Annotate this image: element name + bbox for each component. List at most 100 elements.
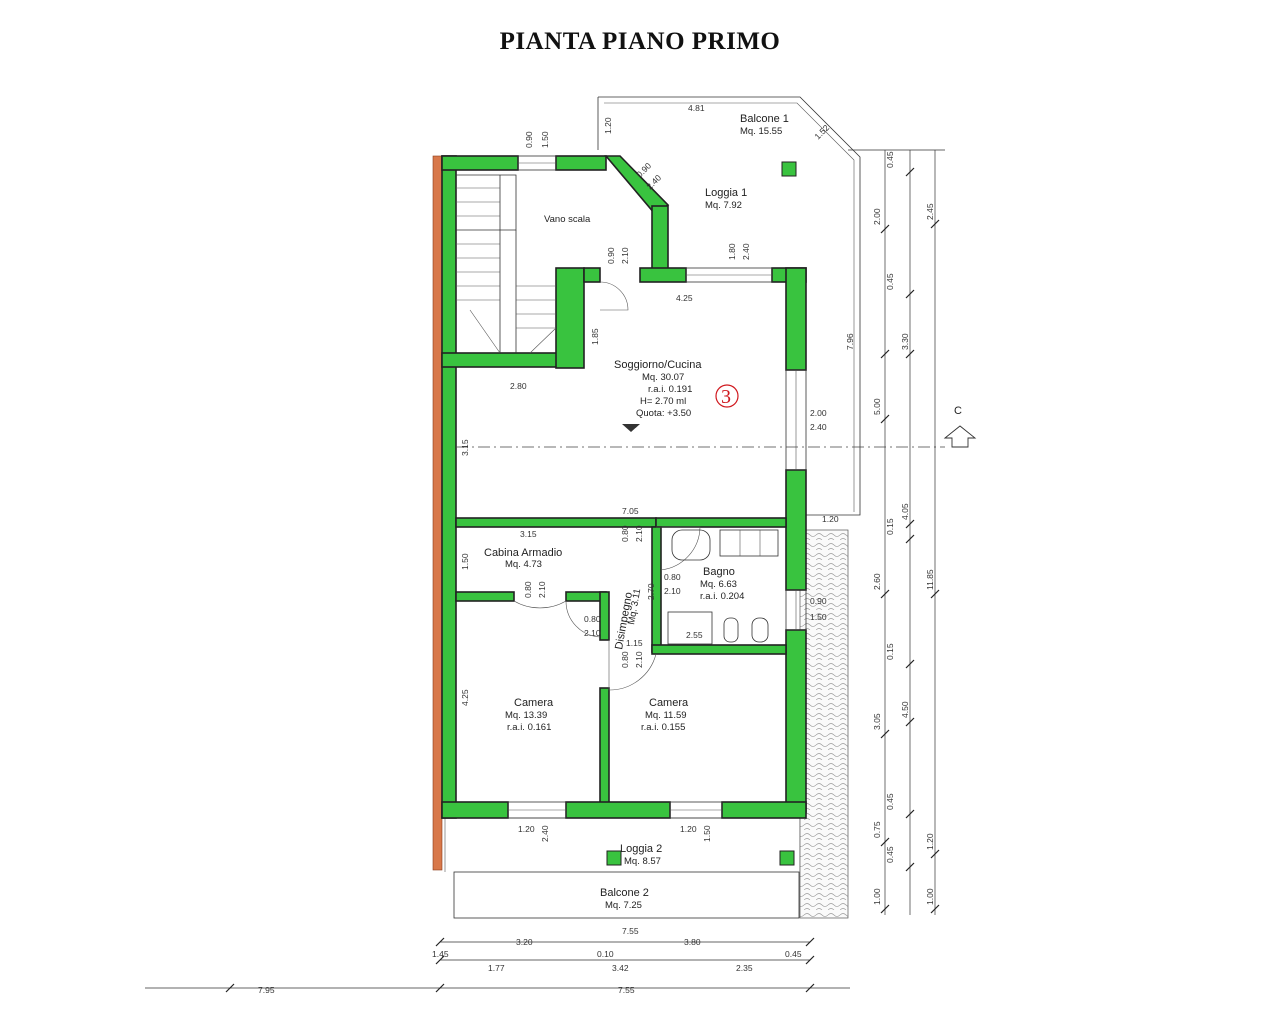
svg-text:1.50: 1.50: [702, 825, 712, 842]
svg-text:0.80: 0.80: [664, 572, 681, 582]
svg-text:2.10: 2.10: [537, 581, 547, 598]
right-dim-a-1: 2.00: [872, 208, 882, 225]
pillar-east: [779, 850, 795, 866]
walls: [441, 155, 807, 819]
svg-text:1.20: 1.20: [680, 824, 697, 834]
right-dim-a-4: 5.00: [872, 398, 882, 415]
svg-text:1.20: 1.20: [603, 117, 613, 134]
right-dim-b-1: 7.96: [845, 333, 855, 350]
loggia2-area: Mq. 8.57: [624, 856, 661, 867]
right-dim-a-2: 0.45: [885, 273, 895, 290]
soggiorno-rai: r.a.i. 0.191: [648, 384, 692, 395]
svg-text:3: 3: [721, 386, 731, 408]
balcone1-area: Mq. 15.55: [740, 126, 782, 137]
balcone2-name: Balcone 2: [600, 887, 649, 899]
camera1-area: Mq. 13.39: [505, 710, 547, 721]
right-dim-b-tick-0: [930, 219, 940, 229]
svg-text:2.00: 2.00: [810, 408, 827, 418]
svg-text:0.80: 0.80: [584, 614, 601, 624]
soggiorno-quota: Quota: +3.50: [636, 408, 691, 419]
right-dim-b-tick-1: [880, 349, 890, 359]
svg-text:0.45: 0.45: [785, 949, 802, 959]
right-dim-b-tick-2: [905, 717, 915, 727]
bagno-rai: r.a.i. 0.204: [700, 591, 744, 602]
svg-text:0.90: 0.90: [524, 131, 534, 148]
right-dim-a-tick-3: [905, 349, 915, 359]
right-dim-a-tick-12: [905, 862, 915, 872]
right-dim-a-tick-10: [905, 809, 915, 819]
svg-text:2.40: 2.40: [810, 422, 827, 432]
svg-text:3.20: 3.20: [516, 937, 533, 947]
right-dim-a-9: 3.05: [872, 713, 882, 730]
right-dim-a-tick-1: [880, 224, 890, 234]
svg-text:1.85: 1.85: [590, 328, 600, 345]
cabina-name: Cabina Armadio: [484, 547, 562, 559]
paving-hatch: [799, 529, 849, 919]
right-dim-b-tick-3: [930, 849, 940, 859]
right-dim-a-11: 0.75: [872, 821, 882, 838]
svg-text:2.80: 2.80: [510, 381, 527, 391]
unit-badge: 3: [715, 384, 739, 408]
right-dim-b-5: 1.00: [925, 888, 935, 905]
svg-text:3.80: 3.80: [684, 937, 701, 947]
svg-text:2.40: 2.40: [540, 825, 550, 842]
svg-text:0.90: 0.90: [634, 160, 653, 179]
cabina-area: Mq. 4.73: [505, 559, 542, 570]
svg-text:2.55: 2.55: [686, 630, 703, 640]
bagno-name: Bagno: [703, 566, 735, 578]
right-dim-a-6: 0.15: [885, 518, 895, 535]
loggia1-name: Loggia 1: [705, 187, 747, 199]
right-dim-b-4: 11.85: [925, 569, 935, 590]
balcone-1-outline: [597, 96, 861, 516]
svg-text:1.50: 1.50: [460, 553, 470, 570]
right-dim-a-7: 2.60: [872, 573, 882, 590]
soggiorno-name: Soggiorno/Cucina: [614, 359, 702, 371]
bathroom-fixtures: [667, 529, 779, 645]
right-dim-a-tick-11: [880, 837, 890, 847]
right-dim-b-3: 1.20: [925, 833, 935, 850]
svg-text:7.55: 7.55: [622, 926, 639, 936]
svg-text:0.80: 0.80: [620, 525, 630, 542]
loggia1-area: Mq. 7.92: [705, 200, 742, 211]
svg-text:4.25: 4.25: [460, 689, 470, 706]
pillar-loggia2: [606, 850, 622, 866]
soggiorno-height: H= 2.70 ml: [640, 396, 686, 407]
camera1-rai: r.a.i. 0.161: [507, 722, 551, 733]
svg-text:0.90: 0.90: [810, 596, 827, 606]
right-dim-a-tick-7: [880, 589, 890, 599]
svg-text:1.15: 1.15: [626, 638, 643, 648]
svg-text:1.45: 1.45: [432, 949, 449, 959]
section-marker: C: [954, 405, 962, 417]
right-dim-b-0: 2.45: [925, 203, 935, 220]
right-dimension-lines: [848, 149, 945, 915]
svg-text:1.50: 1.50: [540, 131, 550, 148]
svg-text:3.15: 3.15: [460, 439, 470, 456]
svg-text:1.80: 1.80: [727, 243, 737, 260]
svg-text:4.25: 4.25: [676, 293, 693, 303]
camera2-name: Camera: [649, 697, 689, 709]
svg-text:4.81: 4.81: [688, 103, 705, 113]
soggiorno-area: Mq. 30.07: [642, 372, 684, 383]
svg-text:2.40: 2.40: [741, 243, 751, 260]
right-dim-a-3: 3.30: [900, 333, 910, 350]
staircase: [456, 174, 557, 354]
right-dim-b-tick-5: [930, 904, 940, 914]
party-wall: [432, 155, 443, 871]
bagno-area: Mq. 6.63: [700, 579, 737, 590]
bottom-dimension-chains: 7.55 1.45 3.20 0.10 3.80 0.45 1.77 3.42 …: [145, 926, 850, 995]
right-dim-a-5: 4.05: [900, 503, 910, 520]
svg-text:7.55: 7.55: [618, 985, 635, 995]
svg-text:7.95: 7.95: [258, 985, 275, 995]
svg-text:3.15: 3.15: [520, 529, 537, 539]
svg-text:2.70: 2.70: [646, 583, 656, 600]
svg-text:0.80: 0.80: [523, 581, 533, 598]
section-line-c: [456, 425, 977, 448]
pillar-loggia1: [781, 161, 797, 177]
page-title: PIANTA PIANO PRIMO: [499, 28, 781, 55]
svg-text:7.05: 7.05: [622, 506, 639, 516]
camera2-rai: r.a.i. 0.155: [641, 722, 685, 733]
right-dim-a-tick-6: [905, 534, 915, 544]
camera2-area: Mq. 11.59: [645, 710, 687, 721]
right-dim-a-tick-4: [880, 414, 890, 424]
